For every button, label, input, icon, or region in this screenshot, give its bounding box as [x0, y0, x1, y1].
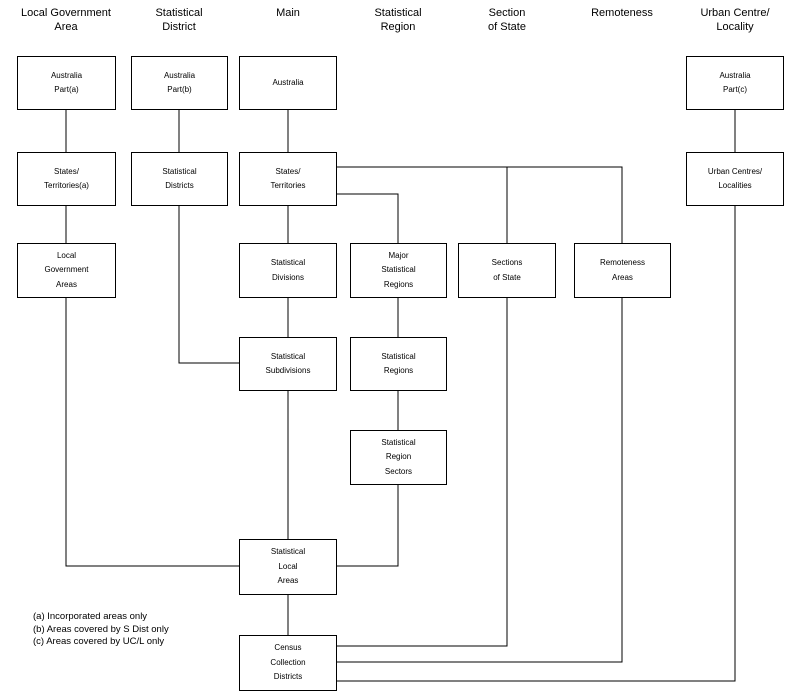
header-statistical-district: Statistical District	[155, 7, 203, 33]
connector-line	[337, 205, 736, 682]
box-label: Sections of State	[491, 258, 523, 282]
box-statistical-local-areas: Statistical Local Areas	[239, 539, 337, 595]
box-label: Australia Part(a)	[50, 70, 83, 95]
box-statistical-divisions: Statistical Divisions	[239, 243, 337, 298]
box-statistical-regions: Statistical Regions	[350, 337, 447, 391]
box-local-government-areas: Local Government Areas	[17, 243, 116, 298]
header-main: Main	[276, 7, 300, 19]
box-label: Statistical Regions	[381, 351, 416, 376]
box-states-territories-a: States/ Territories(a)	[17, 152, 116, 206]
box-label: Statistical Local Areas	[270, 547, 306, 586]
connector-line	[65, 297, 239, 567]
connector-line	[337, 193, 399, 243]
footnote-a: (a) Incorporated areas only	[33, 611, 148, 622]
connector-line	[337, 166, 623, 243]
box-label: States/ Territories(a)	[44, 166, 89, 191]
box-urban-centres-localities: Urban Centres/ Localities	[686, 152, 784, 206]
box-label: States/ Territories	[270, 166, 306, 191]
box-label: Australia	[272, 77, 304, 87]
header-statistical-region: Statistical Region	[374, 7, 422, 33]
box-australia-part-b: Australia Part(b)	[131, 56, 228, 110]
header-local-government-area: Local Government Area	[21, 7, 111, 33]
box-label: Australia Part(c)	[719, 70, 751, 95]
connector-line	[337, 484, 399, 567]
box-label: Local Government Areas	[44, 250, 89, 289]
box-label: Statistical Region Sectors	[381, 437, 416, 476]
box-label: Statistical Districts	[162, 166, 197, 191]
box-states-territories: States/ Territories	[239, 152, 337, 206]
box-label: Remoteness Areas	[600, 258, 645, 282]
box-sections-of-state: Sections of State	[458, 243, 556, 298]
box-major-statistical-regions: Major Statistical Regions	[350, 243, 447, 298]
box-label: Australia Part(b)	[163, 70, 196, 95]
connector-line	[178, 205, 239, 364]
box-census-collection-districts: Census Collection Districts	[239, 635, 337, 691]
box-label: Major Statistical Regions	[381, 250, 416, 289]
box-label: Statistical Subdivisions	[265, 351, 311, 376]
box-label: Census Collection Districts	[270, 643, 306, 682]
box-australia-part-c: Australia Part(c)	[686, 56, 784, 110]
box-statistical-region-sectors: Statistical Region Sectors	[350, 430, 447, 485]
connector-line	[337, 297, 508, 647]
footnote-c: (c) Areas covered by UC/L only	[33, 636, 165, 647]
box-remoteness-areas: Remoteness Areas	[574, 243, 671, 298]
header-remoteness: Remoteness	[591, 7, 653, 19]
box-label: Urban Centres/ Localities	[707, 166, 763, 191]
box-australia-main: Australia	[239, 56, 337, 110]
footnotes: (a) Incorporated areas only (b) Areas co…	[33, 611, 169, 649]
box-australia-part-a: Australia Part(a)	[17, 56, 116, 110]
footnote-b: (b) Areas covered by S Dist only	[33, 623, 169, 635]
box-label: Statistical Divisions	[270, 258, 306, 282]
box-statistical-districts: Statistical Districts	[131, 152, 228, 206]
header-urban-centre-locality: Urban Centre/ Locality	[700, 7, 770, 33]
connector-line	[337, 297, 623, 663]
box-statistical-subdivisions: Statistical Subdivisions	[239, 337, 337, 391]
header-section-of-state: Section of State	[488, 7, 526, 33]
